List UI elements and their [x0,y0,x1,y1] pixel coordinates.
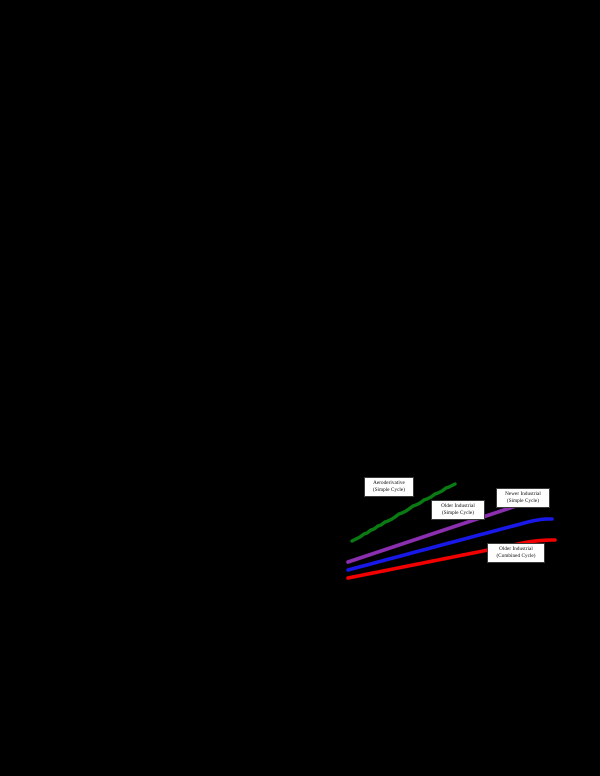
chart-plot-area [330,450,592,600]
callout-line-2: (Simple Cycle) [441,510,475,517]
callout-aeroderivative-simple-cycle: Aeroderivative (Simple Cycle) [364,477,414,498]
callout-line-1: Older Industrial [499,546,533,552]
callout-line-2: (Simple Cycle) [506,498,540,505]
callout-line-1: Aeroderivative [373,480,405,486]
callout-line-2: (Combined Cycle) [496,553,536,560]
series-line-older-industrial-combined-cycle [346,538,557,580]
callout-line-1: Older Industrial [441,503,475,509]
callout-newer-industrial-simple-cycle: Newer Industrial (Simple Cycle) [496,488,550,509]
callout-older-industrial-combined-cycle: Older Industrial (Combined Cycle) [487,543,545,564]
chart-svg [346,482,557,580]
callout-line-1: Newer Industrial [505,491,541,497]
series-line-newer-industrial-simple-cycle [346,517,554,572]
series-line-older-industrial-simple-cycle [346,501,542,564]
callout-line-2: (Simple Cycle) [372,487,406,494]
series-line-aeroderivative-simple-cycle [350,482,457,543]
callout-older-industrial-simple-cycle: Older Industrial (Simple Cycle) [431,500,485,521]
